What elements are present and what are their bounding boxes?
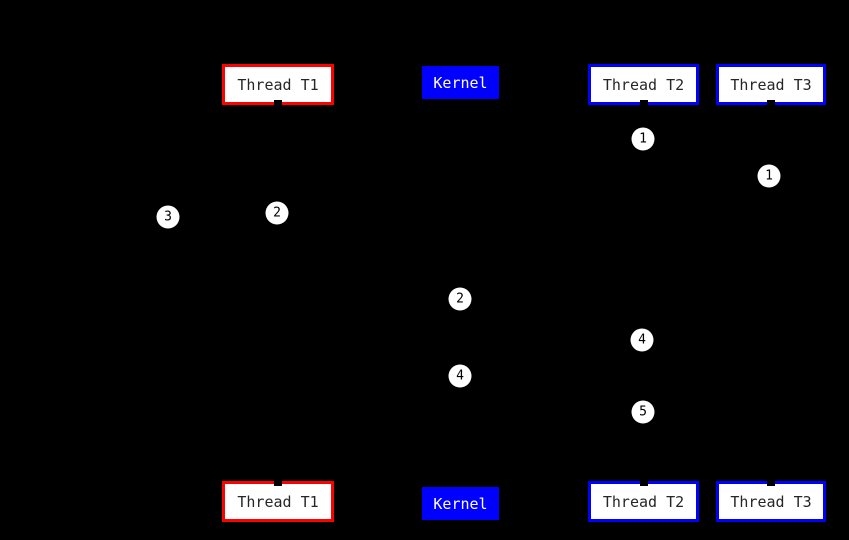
participant-label: Kernel bbox=[433, 73, 488, 92]
participant-box-thread-t2-top: Thread T2 bbox=[588, 64, 699, 105]
participant-box-thread-t2-bottom: Thread T2 bbox=[588, 481, 699, 522]
sequence-number-badge: 4 bbox=[448, 364, 472, 388]
sequence-number-badge: 5 bbox=[631, 400, 655, 424]
participant-box-thread-t3-top: Thread T3 bbox=[716, 64, 826, 105]
lifeline-notch bbox=[767, 481, 775, 486]
lifeline-notch bbox=[767, 100, 775, 105]
sequence-number-badge: 2 bbox=[448, 287, 472, 311]
participant-box-thread-t3-bottom: Thread T3 bbox=[716, 481, 826, 522]
sequence-number-badge: 4 bbox=[630, 328, 654, 352]
participant-label: Thread T1 bbox=[237, 492, 319, 511]
sequence-number-badge: 1 bbox=[631, 127, 655, 151]
participant-label: Thread T2 bbox=[602, 492, 685, 511]
participant-label: Thread T2 bbox=[602, 75, 685, 94]
lifeline-notch bbox=[639, 100, 648, 105]
participant-box-thread-t1-top: Thread T1 bbox=[222, 64, 334, 105]
lifeline-notch bbox=[639, 481, 648, 486]
participant-label: Thread T3 bbox=[730, 492, 812, 511]
participant-label: Thread T3 bbox=[730, 75, 812, 94]
sequence-number-badge: 3 bbox=[156, 205, 180, 229]
lifeline-notch bbox=[274, 481, 282, 486]
participant-label: Kernel bbox=[433, 494, 488, 513]
participant-box-kernel-top: Kernel bbox=[422, 66, 499, 99]
sequence-number-badge: 1 bbox=[757, 164, 781, 188]
participant-label: Thread T1 bbox=[237, 75, 319, 94]
sequence-number-badge: 2 bbox=[265, 201, 289, 225]
participant-box-kernel-bottom: Kernel bbox=[422, 487, 499, 520]
participant-box-thread-t1-bottom: Thread T1 bbox=[222, 481, 334, 522]
lifeline-notch bbox=[274, 100, 282, 105]
